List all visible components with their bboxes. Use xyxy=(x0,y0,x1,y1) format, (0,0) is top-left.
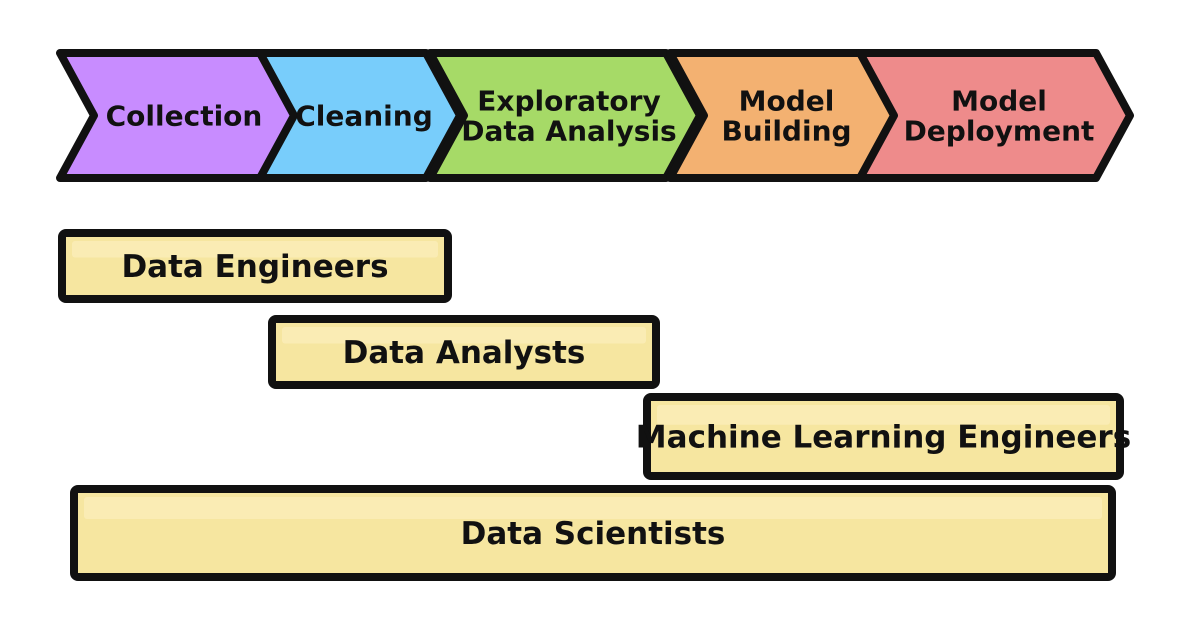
stage-collection: Collection xyxy=(56,49,304,182)
stage-label-line: Deployment xyxy=(904,115,1095,148)
role-bar-highlight xyxy=(72,241,438,258)
role-bar-data-engineers: Data Engineers xyxy=(58,229,452,303)
stage-label-line: Model xyxy=(739,85,835,118)
stage-label-line: Building xyxy=(721,115,851,148)
stage-label-line: Exploratory xyxy=(477,85,660,118)
role-bar-highlight xyxy=(84,497,1102,519)
stage-cleaning: Cleaning xyxy=(256,49,464,182)
role-bar-shape xyxy=(268,315,660,389)
role-bar-shape xyxy=(70,485,1116,581)
role-bar-highlight xyxy=(282,327,646,344)
role-bar-machine-learning-engineers: Machine Learning Engineers xyxy=(636,393,1131,480)
role-bar-data-analysts: Data Analysts xyxy=(268,315,660,389)
stage-label-line: Model xyxy=(951,85,1047,118)
role-bar-shape xyxy=(58,229,452,303)
role-label: Data Engineers xyxy=(121,249,388,285)
stage-label-line: Cleaning xyxy=(295,100,433,133)
role-bar-highlight xyxy=(657,405,1110,425)
role-label: Data Analysts xyxy=(343,335,586,371)
stage-label: Cleaning xyxy=(295,100,433,133)
role-bar-data-scientists: Data Scientists xyxy=(70,485,1116,581)
role-label: Machine Learning Engineers xyxy=(636,420,1131,456)
stage-label-line: Data Analysis xyxy=(461,115,676,148)
stage-chevron-shape xyxy=(856,49,1134,182)
role-bar-shape xyxy=(643,393,1124,480)
stage-label-line: Collection xyxy=(106,100,263,133)
stage-label: Collection xyxy=(106,100,263,133)
role-label: Data Scientists xyxy=(461,516,726,552)
